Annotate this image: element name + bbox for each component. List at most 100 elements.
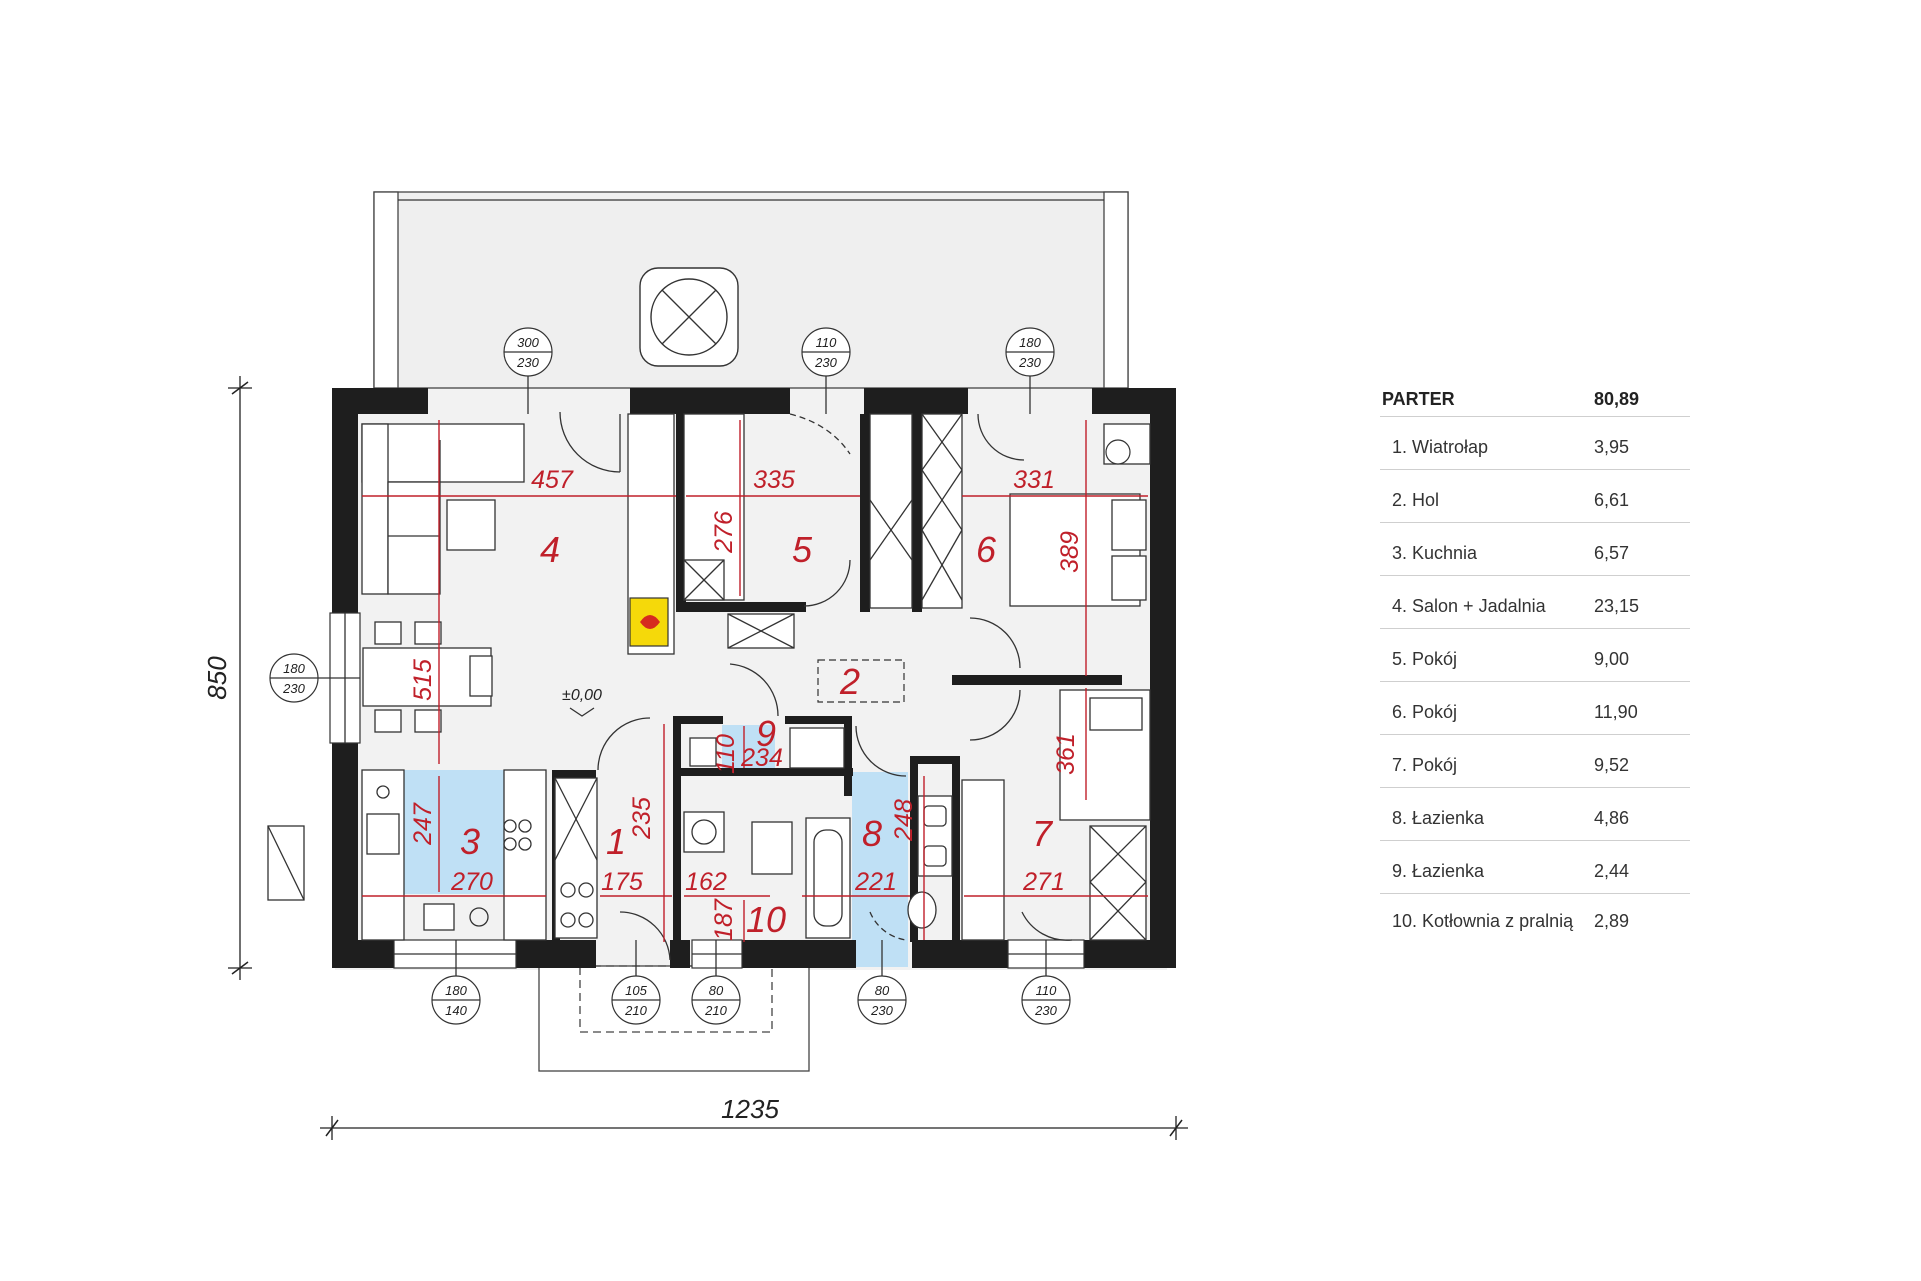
svg-text:80: 80 [709,983,724,998]
coffee-table [446,499,496,551]
room-area: 11,90 [1594,702,1638,722]
opening-top-2: 110 230 [801,327,851,414]
dim-room9-depth: 110 [712,734,740,774]
sofa [361,423,525,595]
room-number-9: 9 [756,713,776,754]
room-number-2: 2 [839,661,860,702]
hall-wardrobe [554,777,598,939]
room-label: 9. Łazienka [1392,861,1485,881]
bathroom-8-highlight [852,772,908,967]
bathroom-9-highlight [722,725,775,771]
dim-room7-width: 271 [1022,868,1065,896]
opening-bottom-5: 110 230 [1021,940,1071,1025]
opening-top-1: 300 230 [503,327,553,414]
shower-9 [789,727,845,769]
opening-bottom-4: 80 230 [857,940,907,1025]
table-row: 3. Kuchnia 6,57 [1380,523,1690,576]
room-label: 7. Pokój [1392,755,1458,775]
boiler [683,811,725,853]
svg-text:105: 105 [625,983,647,998]
svg-text:180: 180 [283,661,305,676]
table-row: 8. Łazienka 4,86 [1380,788,1690,841]
room-area: 9,00 [1594,649,1630,669]
dim-room1-width: 175 [601,868,643,896]
table-row: 6. Pokój 11,90 [1380,682,1690,735]
svg-text:180: 180 [445,983,467,998]
opening-bottom-3: 80 210 [691,940,741,1025]
area-table: PARTER 80,89 1. Wiatrołap 3,95 2. Hol 6,… [1380,382,1690,946]
room-label: 6. Pokój [1392,702,1458,722]
room-label: 8. Łazienka [1392,808,1485,828]
sinks-8 [917,795,953,877]
room-label: 10. Kotłownia z pralnią [1392,911,1574,931]
overall-width-dimension [320,1116,1188,1140]
table-row: 9. Łazienka 2,44 [1380,841,1690,894]
svg-text:230: 230 [1034,1003,1057,1018]
flame-icon [640,615,660,629]
overall-height: 850 [202,656,232,700]
area-table-header: PARTER 80,89 [1380,382,1690,417]
wardrobes-room6 [869,413,963,609]
room-label: 5. Pokój [1392,649,1458,669]
room-number-3: 3 [460,821,480,862]
terrace-column-right [1103,191,1129,389]
bed-room6 [1009,423,1151,607]
dim-room6-depth: 389 [1056,531,1084,573]
room-number-4: 4 [540,529,560,570]
opening-left: 180 230 [269,653,360,703]
dim-room8-width: 221 [854,868,897,896]
dim-room10-width: 162 [685,868,727,896]
room-label: 4. Salon + Jadalnia [1392,596,1546,616]
svg-text:80: 80 [875,983,890,998]
table-row: 10. Kotłownia z pralnią 2,89 [1380,894,1690,946]
room-label: 3. Kuchnia [1392,543,1478,563]
room-area: 9,52 [1594,755,1630,775]
washing-machine [751,821,793,875]
room-area: 3,95 [1594,437,1630,457]
doors [559,411,1073,961]
room-number-8: 8 [862,813,882,854]
svg-text:140: 140 [445,1003,467,1018]
dim-room5-depth: 276 [710,511,738,554]
bathtub [805,817,851,939]
dim-kitchen-width: 270 [450,868,493,896]
room-number-5: 5 [792,529,813,570]
svg-text:180: 180 [1019,335,1041,350]
room-number-7: 7 [1032,813,1054,854]
room-area: 6,61 [1594,490,1630,510]
table-row: 5. Pokój 9,00 [1380,629,1690,682]
dim-room4-width: 457 [531,466,574,494]
opening-bottom-1: 180 140 [431,940,481,1025]
svg-text:230: 230 [282,681,305,696]
dim-room10-depth: 187 [710,898,738,941]
room-area: 23,15 [1594,596,1640,616]
room-number-1: 1 [606,821,626,862]
svg-text:230: 230 [1018,355,1041,370]
dim-room5-width: 335 [753,466,795,494]
overall-height-dimension [228,376,252,980]
svg-text:110: 110 [816,335,837,350]
area-table-header-total: 80,89 [1594,388,1640,409]
hall-marker [817,659,905,703]
dim-kitchen-depth: 247 [409,802,437,846]
opening-bottom-2: 105 210 [611,940,661,1025]
area-table-header-label: PARTER [1382,388,1455,409]
svg-text:230: 230 [516,355,539,370]
level-mark: ±0,00 [562,687,602,704]
svg-text:210: 210 [624,1003,647,1018]
svg-text:300: 300 [517,335,539,350]
kitchen-units [361,769,547,941]
svg-text:110: 110 [1036,983,1057,998]
svg-text:210: 210 [704,1003,727,1018]
toilet-9 [689,737,717,767]
patio-table [639,267,739,367]
table-row: 4. Salon + Jadalnia 23,15 [1380,576,1690,629]
room-label: 1. Wiatrołap [1392,437,1489,457]
bed-room7 [961,689,1151,941]
dining-table [362,621,493,733]
terrace-column-left [373,191,399,389]
opening-top-3: 180 230 [1005,327,1055,414]
terrace [373,191,1129,389]
table-row: 2. Hol 6,61 [1380,470,1690,523]
